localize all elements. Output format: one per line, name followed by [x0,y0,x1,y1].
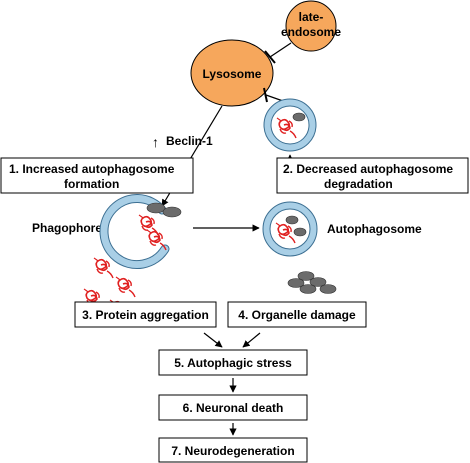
box-2-line1: 2. Decreased autophagosome [283,162,453,176]
box-2-line2: degradation [324,177,393,191]
box-4-organelle-damage: 4. Organelle damage [227,301,367,328]
lysosome-label: Lysosome [203,67,262,81]
box-4-label: 4. Organelle damage [238,308,356,322]
box-1-line1: 1. Increased autophagosome [9,162,175,176]
box-2-decreased-degradation: 2. Decreased autophagosome degradation [276,157,469,194]
box-6-label: 6. Neuronal death [183,401,284,415]
late-endosome-label-line1: late- [299,10,324,24]
box-5-autophagic-stress: 5. Autophagic stress [158,349,308,376]
arrow-box4-to-box5 [242,332,261,348]
phagophore [99,194,182,270]
inhibition-endosome-lysosome [264,42,292,64]
box-3-protein-aggregation: 3. Protein aggregation [74,301,217,328]
beclin-1: ↑ Beclin-1 [152,134,213,150]
beclin-up-arrow: ↑ [152,134,159,150]
upper-autophagosome [263,98,317,152]
arrow-box3-to-box5 [203,332,223,348]
box-6-neuronal-death: 6. Neuronal death [158,394,308,421]
late-endosome-label-line2: endosome [281,25,341,39]
box-1-increased-formation: 1. Increased autophagosome formation [0,157,194,194]
lysosome: Lysosome [190,39,274,107]
damaged-organelles [287,271,337,294]
beclin-label: Beclin-1 [166,134,213,148]
late-endosome: late- endosome [281,0,341,52]
box-1-line2: formation [64,177,119,191]
box-5-label: 5. Autophagic stress [174,356,292,370]
box-3-label: 3. Protein aggregation [82,308,209,322]
box-7-neurodegeneration: 7. Neurodegeneration [158,437,308,463]
inhibition-vesicle-lysosome [263,87,284,103]
autophagosome-label: Autophagosome [327,222,422,236]
autophagosome [262,201,318,257]
box-7-label: 7. Neurodegeneration [171,444,294,458]
phagophore-label: Phagophore [32,221,102,235]
